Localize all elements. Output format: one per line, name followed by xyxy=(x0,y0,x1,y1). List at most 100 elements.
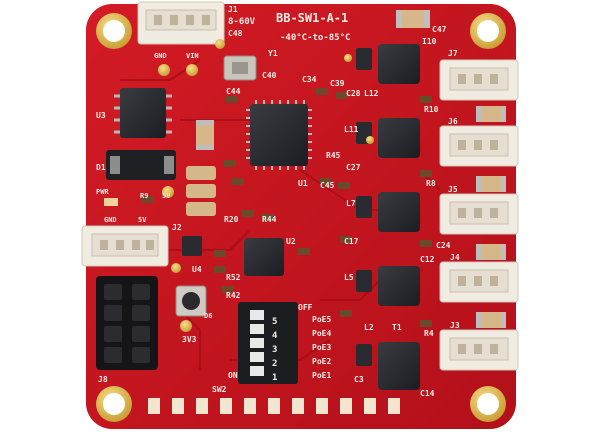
label-d6: D6 xyxy=(204,312,212,320)
transistors xyxy=(356,48,372,366)
dip-switch xyxy=(238,302,298,384)
silkscreen-labels: BB-SW1-A-1 -40°C-to-85°C J1 8-60V C48 C4… xyxy=(96,5,460,398)
label-poe3: PoE3 xyxy=(312,343,331,352)
inductor-l11 xyxy=(378,118,420,158)
label-j3: J3 xyxy=(450,321,460,330)
label-r8: R8 xyxy=(426,179,436,188)
label-c24: C24 xyxy=(436,241,451,250)
label-d1: D1 xyxy=(96,163,106,172)
label-c45: C45 xyxy=(320,181,335,190)
label-c44: C44 xyxy=(226,87,241,96)
connector-j2 xyxy=(81,225,169,267)
label-c17: C17 xyxy=(344,237,359,246)
capacitors-right xyxy=(476,106,506,328)
label-c47: C47 xyxy=(432,25,447,34)
mcu-pins xyxy=(246,100,312,170)
label-r42: R42 xyxy=(226,291,241,300)
inductor-l5 xyxy=(378,266,420,306)
connector-j1 xyxy=(137,1,225,45)
label-pwr: PWR xyxy=(96,188,109,196)
label-c28: C28 xyxy=(346,89,361,98)
label-c14: C14 xyxy=(420,389,435,398)
dip-number: 4 xyxy=(272,331,278,341)
connector-j5 xyxy=(439,193,519,235)
connector-j3 xyxy=(439,329,519,371)
chip-u3 xyxy=(120,88,166,138)
connector-j4 xyxy=(439,261,519,303)
label-product: BB-SW1-A-1 xyxy=(276,11,348,25)
label-l2: L2 xyxy=(364,323,374,332)
label-c40: C40 xyxy=(262,71,277,80)
smd-parts xyxy=(142,88,432,327)
header-j8 xyxy=(96,276,158,370)
label-gnd-j2: GND xyxy=(104,216,117,224)
label-r4: R4 xyxy=(424,329,434,338)
label-r44: R44 xyxy=(262,215,277,224)
inductor-l12 xyxy=(378,44,420,84)
label-r45: R45 xyxy=(326,151,341,160)
connector-j6 xyxy=(439,125,519,167)
label-j2: J2 xyxy=(172,223,182,232)
label-j1: J1 xyxy=(228,5,238,14)
label-j6: J6 xyxy=(448,117,458,126)
label-j4: J4 xyxy=(450,253,460,262)
dip-number: 1 xyxy=(272,373,277,383)
label-c34: C34 xyxy=(302,75,317,84)
connector-j7 xyxy=(439,59,519,101)
label-r52: R52 xyxy=(226,273,241,282)
dip-numbers: 1 2 3 4 5 xyxy=(272,317,278,383)
label-poe4: PoE4 xyxy=(312,329,331,338)
label-l5: L5 xyxy=(344,273,354,282)
push-button xyxy=(175,285,207,317)
capacitor-c47 xyxy=(396,10,430,28)
inductor-l2 xyxy=(378,342,420,390)
label-j8: J8 xyxy=(98,375,108,384)
label-c39: C39 xyxy=(330,79,345,88)
label-poe2: PoE2 xyxy=(312,357,331,366)
label-u1: U1 xyxy=(298,179,308,188)
label-j7: J7 xyxy=(448,49,458,58)
capacitors-center xyxy=(186,120,216,216)
chip-u4 xyxy=(182,236,202,256)
inductors xyxy=(378,44,420,390)
label-c27: C27 xyxy=(346,163,361,172)
label-r20: R20 xyxy=(224,215,239,224)
label-u2: U2 xyxy=(286,237,296,246)
label-u4: U4 xyxy=(192,265,202,274)
label-i10: I10 xyxy=(422,37,437,46)
mounting-holes xyxy=(96,13,506,422)
label-c12: C12 xyxy=(420,255,435,264)
label-y1: Y1 xyxy=(268,49,278,58)
label-vin-range: 8-60V xyxy=(228,17,256,27)
inductor-l7 xyxy=(378,192,420,232)
label-j5: J5 xyxy=(448,185,458,194)
label-off: OFF xyxy=(298,303,313,312)
mcu-chip xyxy=(250,104,308,166)
label-temp-range: -40°C-to-85°C xyxy=(280,33,350,43)
dip-number: 2 xyxy=(272,359,277,369)
label-on: ON xyxy=(228,371,238,380)
label-poe5: PoE5 xyxy=(312,315,331,324)
dip-number: 5 xyxy=(272,317,277,327)
label-3v3: 3V3 xyxy=(182,335,197,344)
label-r9: R9 xyxy=(140,192,148,200)
label-5v: 5V xyxy=(162,192,171,200)
test-pads xyxy=(158,39,374,332)
label-c3: C3 xyxy=(354,375,364,384)
dip-number: 3 xyxy=(272,345,277,355)
label-poe1: PoE1 xyxy=(312,371,331,380)
label-l12: L12 xyxy=(364,89,379,98)
label-u3: U3 xyxy=(96,111,106,120)
label-l7: L7 xyxy=(346,199,356,208)
label-r10: R10 xyxy=(424,105,439,114)
led-pwr xyxy=(104,198,118,206)
label-c48: C48 xyxy=(228,29,243,38)
label-5v-j2: 5V xyxy=(138,216,147,224)
led-row xyxy=(148,398,400,414)
label-sw2: SW2 xyxy=(212,385,227,394)
label-t1: T1 xyxy=(392,323,402,332)
chip-u2 xyxy=(244,238,284,276)
diode-d1 xyxy=(106,150,176,180)
label-vin: VIN xyxy=(186,52,199,60)
